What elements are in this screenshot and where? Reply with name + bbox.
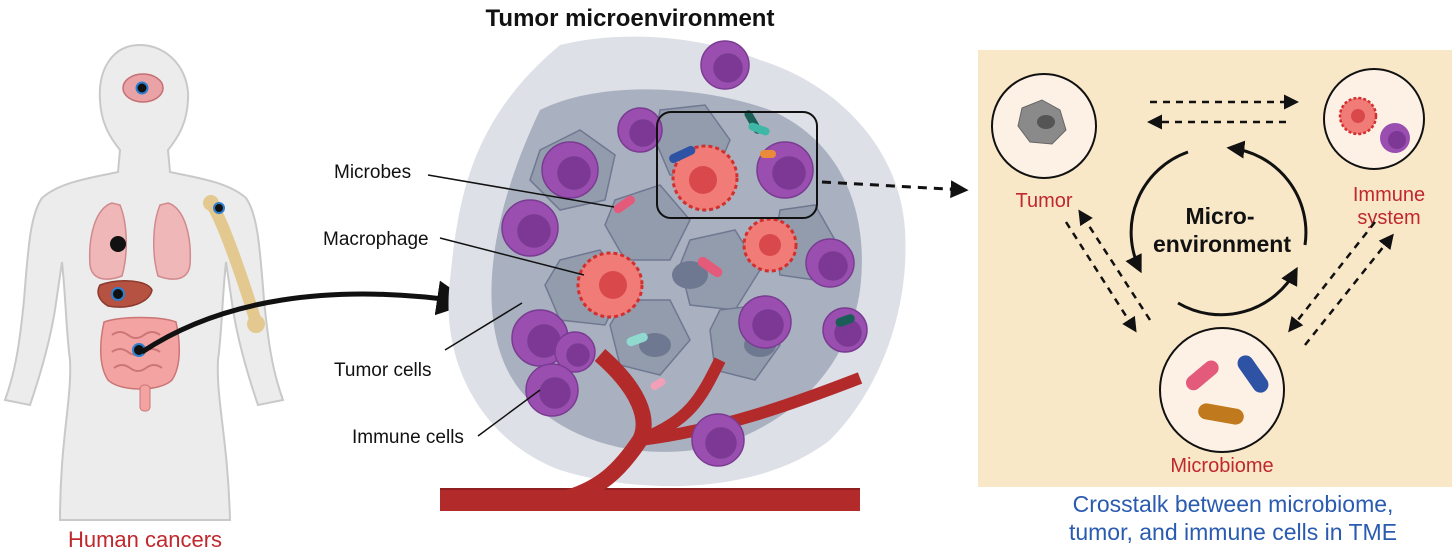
immune-cell	[691, 413, 745, 467]
human-body-illustration	[3, 43, 285, 521]
immune-cell	[511, 309, 569, 367]
immune-cell	[822, 307, 868, 353]
tumor-node	[991, 73, 1097, 179]
microbe	[835, 314, 855, 327]
label-microbes: Microbes	[334, 162, 411, 183]
lung-tumor-marker	[110, 236, 126, 252]
brain-tumor-marker	[135, 81, 149, 95]
left-lung	[88, 202, 128, 280]
figure-title: Tumor microenvironment	[486, 5, 775, 32]
immune-cell	[541, 141, 599, 199]
right-lung	[152, 202, 192, 280]
label-macrophage: Macrophage	[323, 229, 429, 250]
blood-vessel	[440, 348, 863, 511]
microbe	[760, 150, 776, 158]
zoom-dashed-arrow	[821, 180, 969, 199]
microbe	[669, 145, 696, 163]
crosstalk-caption-line1: Crosstalk between microbiome,	[1073, 491, 1394, 517]
human-cancers-caption: Human cancers	[68, 527, 222, 551]
microbe	[697, 256, 723, 278]
immune-cell	[738, 295, 792, 349]
immune-system-node	[1323, 68, 1425, 170]
bone-tumor-marker	[213, 202, 225, 214]
label-immune-cells: Immune cells	[352, 427, 464, 448]
liver-tumor-marker	[111, 287, 125, 301]
microbiome-node-label: Microbiome	[1170, 455, 1273, 477]
immune-node-label-line1: Immune	[1353, 184, 1425, 206]
microbe	[613, 195, 635, 214]
immune-cell	[554, 331, 596, 373]
immune-cell	[525, 363, 579, 417]
crosstalk-caption-line2: tumor, and immune cells in TME	[1069, 519, 1397, 545]
rectum	[139, 384, 151, 412]
bone-head-bottom	[247, 315, 265, 333]
liver-organ	[97, 280, 153, 308]
macrophage-cell	[671, 144, 739, 212]
immune-node-label-line2: system	[1357, 207, 1420, 229]
immune-cells-group	[501, 40, 868, 467]
macrophage-cell	[576, 251, 644, 319]
microbe	[650, 378, 666, 390]
leader-lines	[427, 174, 615, 437]
macrophage-cell	[742, 217, 798, 273]
zoom-box	[656, 111, 818, 219]
microbe	[748, 122, 770, 136]
tumor-node-label: Tumor	[1015, 190, 1072, 212]
crosstalk-dashed-arrows	[1064, 94, 1394, 346]
organ-to-tumor-arrow	[140, 280, 472, 355]
center-label-line1: Micro-	[1186, 203, 1255, 229]
microbes-group	[613, 110, 855, 390]
microbiome-node	[1159, 327, 1285, 453]
label-tumor-cells: Tumor cells	[334, 360, 431, 381]
cycle-arrows	[1125, 140, 1308, 317]
immune-cell	[700, 40, 750, 90]
center-label-line2: environment	[1153, 231, 1291, 257]
microbe	[626, 332, 648, 347]
immune-cell	[805, 238, 855, 288]
immune-cell	[617, 107, 663, 153]
immune-cell	[501, 199, 559, 257]
body-silhouette	[3, 43, 285, 521]
